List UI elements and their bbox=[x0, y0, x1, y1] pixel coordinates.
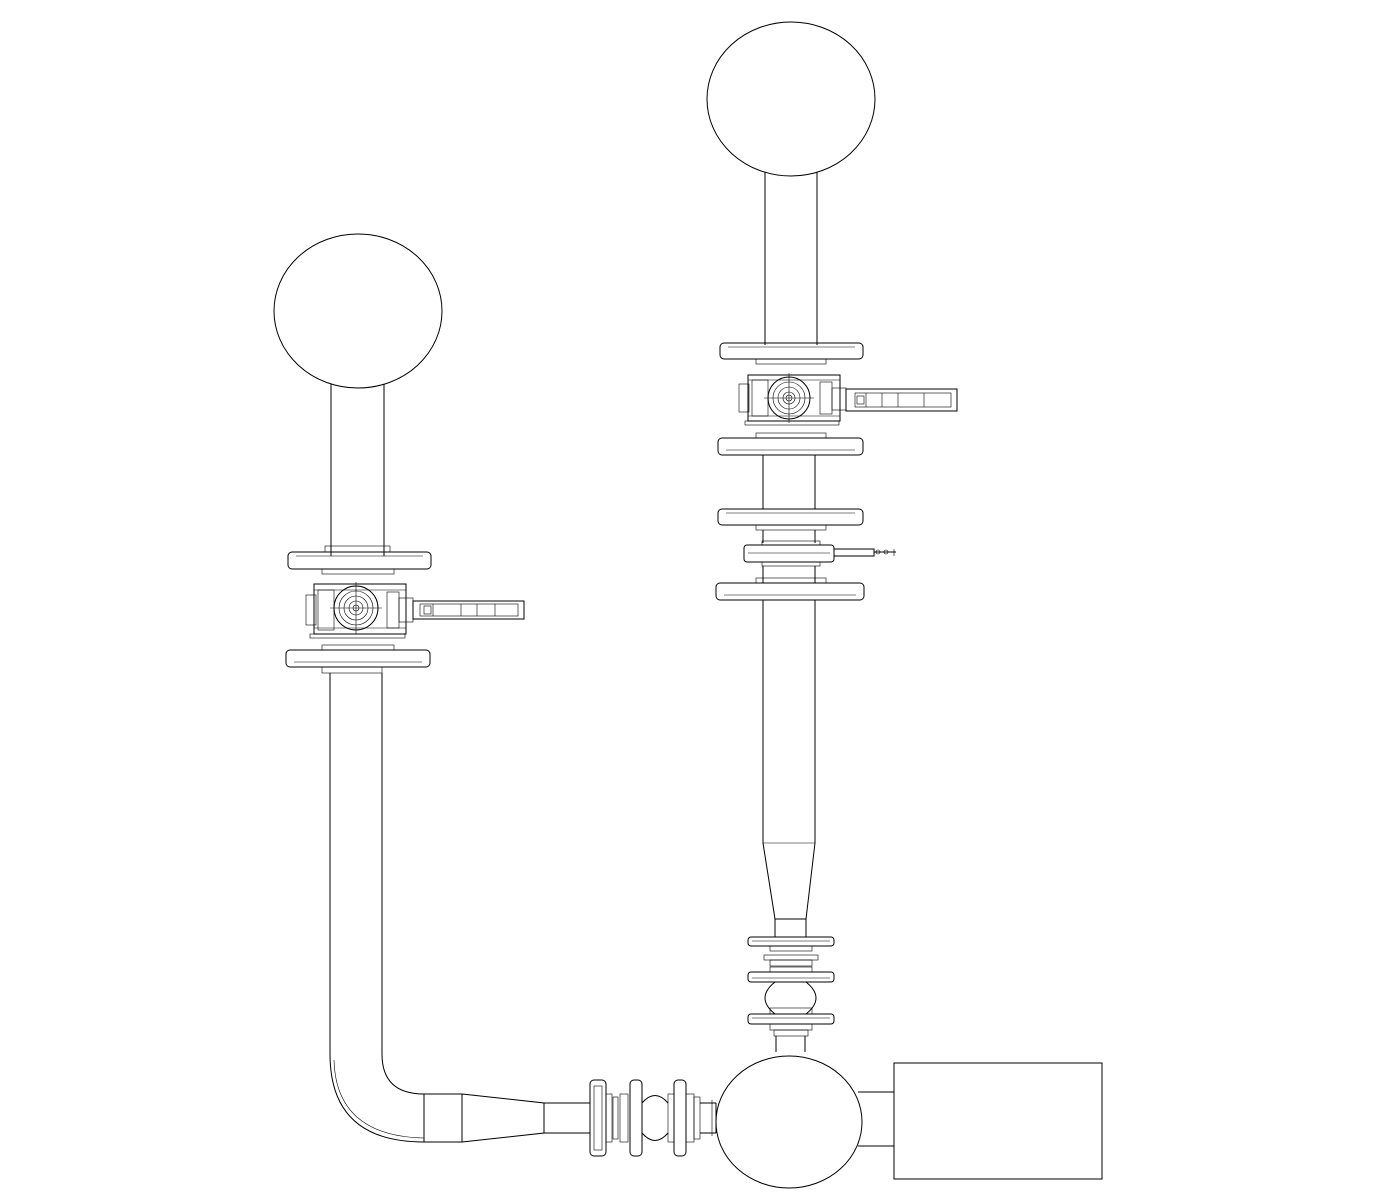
right-riser-pipe-lower bbox=[762, 600, 816, 843]
left-valve-handle bbox=[412, 600, 525, 620]
left-upper-flange bbox=[287, 545, 432, 575]
left-riser-pipe-upper bbox=[330, 384, 385, 556]
left-riser-pipe-lower bbox=[329, 673, 383, 1054]
right-valve-handle bbox=[845, 388, 958, 412]
left-sphere-vessel bbox=[273, 233, 443, 389]
horizontal-expansion-joint bbox=[589, 1079, 716, 1157]
right-riser-pipe-middle bbox=[762, 455, 816, 509]
horizontal-reducer bbox=[423, 1093, 590, 1143]
right-upper-mid-flange bbox=[717, 508, 864, 543]
right-ball-valve bbox=[738, 373, 847, 426]
pressure-gauge-tap bbox=[833, 548, 896, 557]
left-ball-valve bbox=[305, 582, 414, 639]
centrifugal-pump bbox=[715, 1055, 863, 1189]
right-valve-lower-flange bbox=[717, 432, 864, 456]
vertical-expansion-joint bbox=[747, 936, 835, 1052]
right-top-flange bbox=[719, 342, 864, 365]
right-riser-pipe-upper bbox=[764, 172, 818, 345]
pump-shaft-coupling bbox=[858, 1091, 894, 1147]
vertical-reducer bbox=[762, 842, 816, 937]
left-lower-flange bbox=[285, 644, 431, 674]
right-lower-mid-flange bbox=[715, 566, 865, 601]
right-sphere-vessel bbox=[706, 21, 876, 177]
right-instrument-flange bbox=[743, 540, 835, 567]
pipe-elbow bbox=[329, 1053, 425, 1143]
pump-motor bbox=[893, 1062, 1103, 1180]
